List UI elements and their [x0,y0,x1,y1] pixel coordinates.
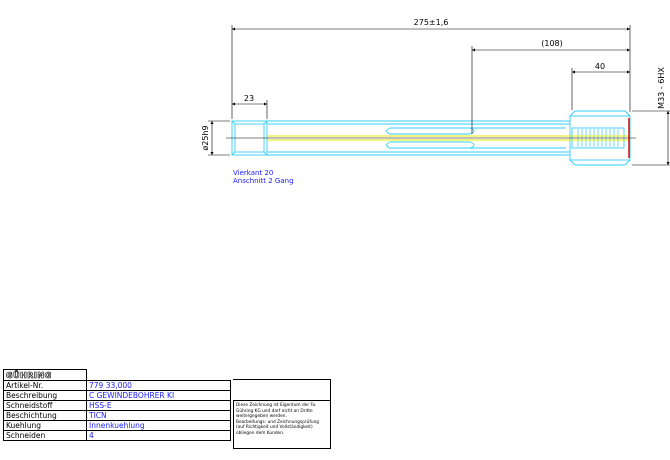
row-value: 4 [86,430,231,441]
table-row: Beschreibung C GEWINDEBOHRER KI [3,390,231,401]
table-row: Kuehlung Innenkuehlung [3,420,231,431]
dim-square-length [232,100,268,119]
dim-secondary-length [471,46,630,134]
flute-lower [386,141,475,149]
ownership-notice: Diese Zeichnung ist Eigentum der Fa. Güh… [233,400,331,449]
notice-line: (auf Richtigkeit und Vollständigkeit) [236,425,313,431]
shank-diameter-label: ø25h9 [201,125,210,150]
row-key: Kuehlung [3,420,87,431]
row-value: TICN [86,410,231,421]
dim-overall-length [231,25,631,119]
row-value: HSS-E [86,400,231,411]
table-row: Schneiden 4 [3,430,231,441]
notice-line: obliegen dem Kunden. [236,430,285,436]
table-row: Beschichtung TICN [3,410,231,421]
thread-spec-label: M33 - 6HX [657,67,666,109]
notice-line: Diese Zeichnung ist Eigentum der Fa. [236,403,317,408]
row-key: Schneiden [3,430,87,441]
row-value: 779 33,000 [86,380,231,391]
title-block: GÜHRING Artikel-Nr. 779 33,000 Beschreib… [3,369,231,441]
dim-thread-length [571,68,630,110]
overall-length-label: 275±1,6 [414,18,449,27]
logo-cell: GÜHRING [3,369,87,381]
dim-thread-spec [632,110,670,166]
secondary-length-label: (108) [541,39,563,48]
row-value: C GEWINDEBOHRER KI [86,390,231,401]
table-row: Schneidstoff HSS-E [3,400,231,411]
square-length-label: 23 [244,94,254,103]
dim-shank-diameter [208,120,230,156]
row-key: Beschreibung [3,390,87,401]
notice-line: Bearbeitungs- und Zeichnungsprüfung [236,419,320,425]
note-square: Vierkant 20 [233,169,273,177]
row-key: Schneidstoff [3,400,87,411]
thread-length-label: 40 [595,62,605,71]
row-key: Beschichtung [3,410,87,421]
coolant-channel [267,135,630,141]
note-chamfer: Anschnitt 2 Gang [233,177,294,185]
notice-line: weitergegeben werden. [236,414,287,420]
table-row: Artikel-Nr. 779 33,000 [3,380,231,391]
company-logo: GÜHRING [6,370,52,380]
flute-upper [386,127,475,135]
row-key: Artikel-Nr. [3,380,87,391]
tool-outline [231,110,631,166]
notice-line: Gühring KG und darf nicht an Dritte [236,408,313,414]
row-value: Innenkuehlung [86,420,231,431]
title-block-frame [233,379,331,400]
